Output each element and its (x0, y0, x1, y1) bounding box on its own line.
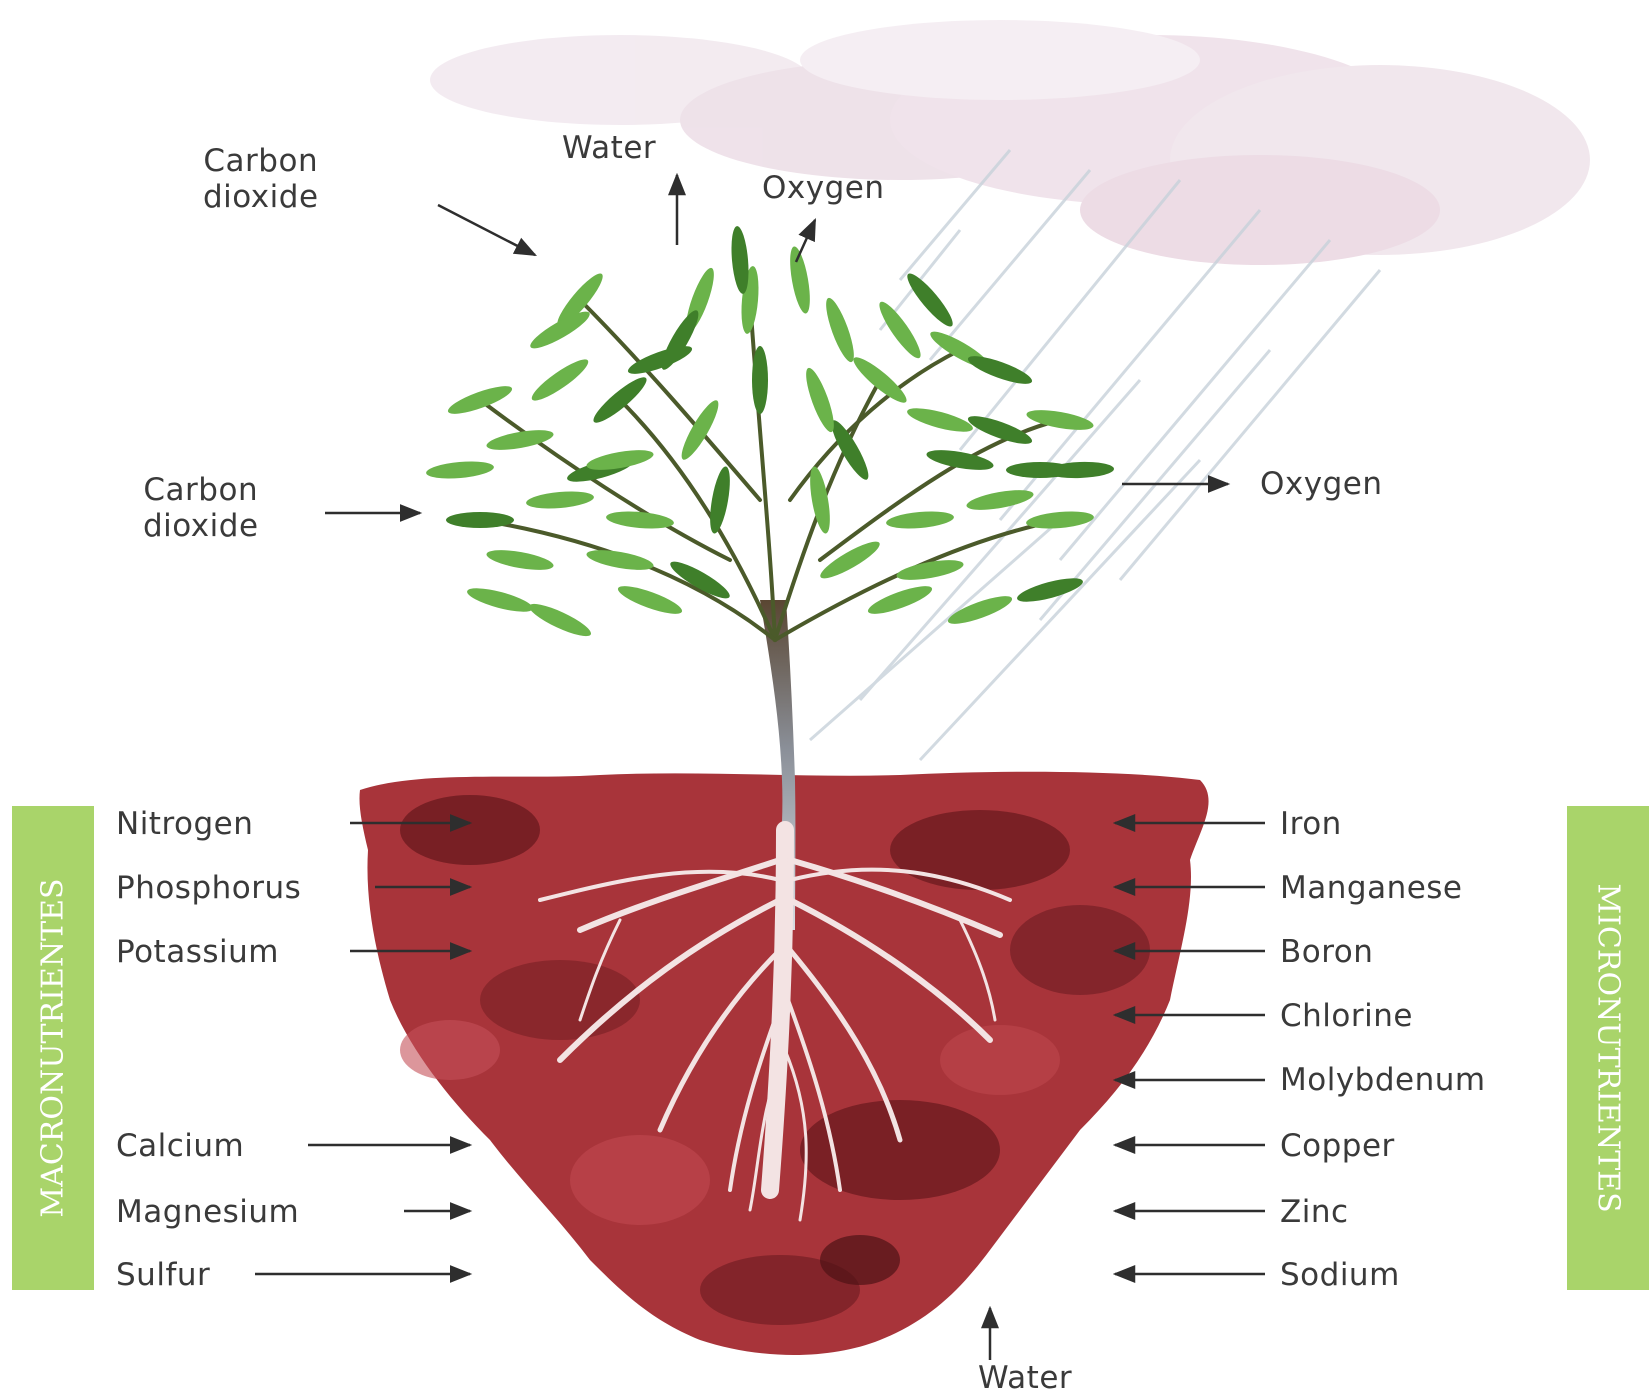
leaf (706, 465, 734, 535)
micronutrient-label: Chlorine (1280, 998, 1413, 1034)
macronutrient-label: Calcium (116, 1128, 244, 1164)
leaf (1015, 573, 1085, 606)
label-co2-left: Carbon dioxide (143, 472, 259, 544)
micronutrient-label: Boron (1280, 934, 1373, 970)
leaf (902, 269, 958, 331)
leaf (885, 509, 954, 531)
micronutrient-label: Zinc (1280, 1194, 1349, 1230)
leaf (605, 509, 674, 531)
leaf (905, 403, 975, 436)
leaf (615, 581, 684, 619)
leaf (1025, 509, 1094, 531)
leaf (526, 598, 594, 641)
label-soil-water: Water (978, 1360, 1072, 1396)
macronutrient-label: Sulfur (116, 1257, 210, 1293)
macronutrient-label: Potassium (116, 934, 279, 970)
macronutrient-label: Magnesium (116, 1194, 299, 1230)
leaf (676, 397, 724, 464)
leaf (485, 546, 555, 574)
leaf (1025, 406, 1095, 434)
macronutrients-bar-label: MACRONUTRIENTES (36, 878, 71, 1217)
leaf (849, 352, 911, 408)
macronutrient-label: Nitrogen (116, 806, 253, 842)
leaf (525, 489, 594, 511)
label-oxygen-top: Oxygen (762, 170, 885, 206)
co2-top-arrow (438, 205, 535, 255)
macronutrient-label: Phosphorus (116, 870, 301, 906)
leaf (465, 583, 535, 616)
leaf (801, 365, 839, 434)
label-co2-top: Carbon dioxide (203, 143, 319, 215)
micronutrient-label: Copper (1280, 1128, 1395, 1164)
leaf (446, 512, 514, 528)
micronutrient-label: Iron (1280, 806, 1342, 842)
leaf (752, 346, 768, 414)
leaf (528, 354, 593, 406)
leaf (656, 307, 704, 374)
micronutrient-label: Molybdenum (1280, 1062, 1486, 1098)
oxygen-top-arrow (796, 220, 815, 262)
leaf (527, 306, 594, 354)
leaf (821, 295, 859, 364)
micronutrient-label: Sodium (1280, 1257, 1400, 1293)
micronutrients-bar-label: MICRONUTRIENTES (1591, 883, 1626, 1212)
label-oxygen-right: Oxygen (1260, 466, 1383, 502)
micronutrient-label: Manganese (1280, 870, 1463, 906)
leaf (585, 546, 655, 574)
leaf (425, 459, 494, 481)
label-water-up: Water (562, 130, 656, 166)
leaf (445, 381, 514, 419)
leaf (589, 372, 651, 428)
leaf (817, 536, 884, 584)
